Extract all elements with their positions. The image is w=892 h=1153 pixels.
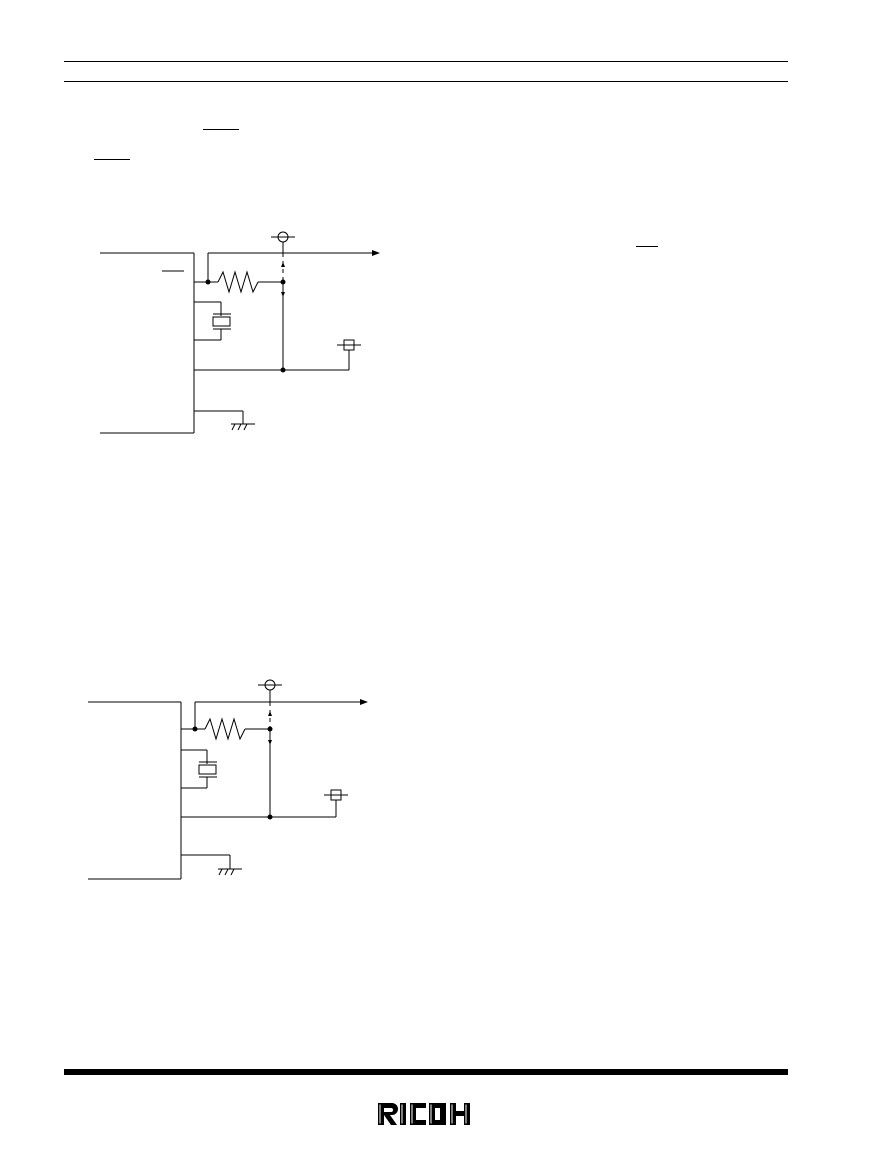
overline-mark <box>636 246 658 247</box>
header-rule-top <box>64 61 788 62</box>
header-rule-bottom <box>64 81 788 82</box>
overline-mark <box>203 129 239 130</box>
circuit-diagram-1 <box>100 231 380 434</box>
circuit-diagram-2 <box>88 679 368 880</box>
footer-rule <box>64 1069 788 1075</box>
ricoh-logo <box>378 1103 470 1125</box>
overline-mark <box>94 159 130 160</box>
